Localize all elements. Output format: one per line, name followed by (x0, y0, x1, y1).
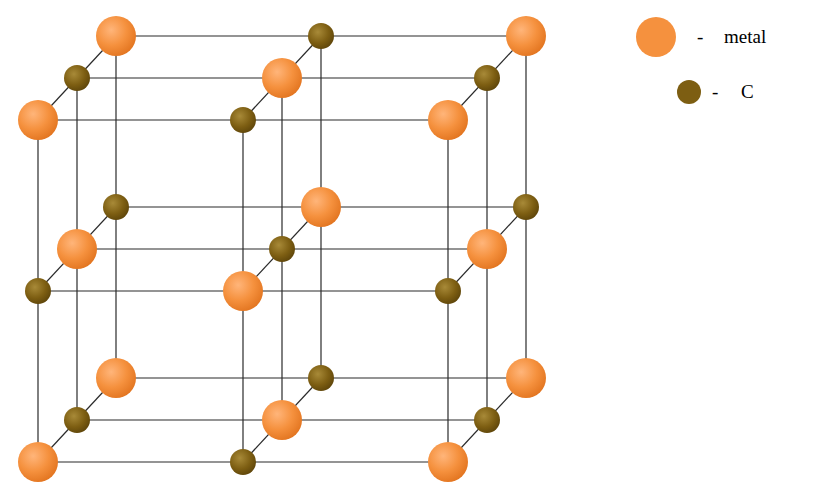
metal-atom (467, 229, 507, 269)
metal-atom (57, 229, 97, 269)
carbon-atom (103, 194, 129, 220)
carbon-atom (435, 278, 461, 304)
legend-dash: - (697, 26, 703, 49)
metal-atom (428, 442, 468, 482)
carbon-atom (269, 236, 295, 262)
metal-atom (96, 358, 136, 398)
legend-label: C (741, 81, 754, 104)
metal-atom (506, 16, 546, 56)
carbon-atom (308, 23, 334, 49)
lattice-line (448, 207, 526, 291)
carbon-atom (513, 194, 539, 220)
metal-atom (262, 400, 302, 440)
legend-dash: - (712, 81, 718, 104)
carbon-atom (308, 365, 334, 391)
metal-atom (301, 187, 341, 227)
carbon-atom (25, 278, 51, 304)
metal-atom (262, 58, 302, 98)
legend-label: metal (724, 26, 766, 49)
metal-atom (223, 271, 263, 311)
metal-atom (18, 100, 58, 140)
carbon-atom (64, 65, 90, 91)
legend-swatch (677, 80, 701, 104)
metal-atom (506, 358, 546, 398)
carbon-atom (474, 65, 500, 91)
carbon-atom (64, 407, 90, 433)
legend-swatch (636, 17, 676, 57)
carbon-atom (230, 107, 256, 133)
carbon-atom (474, 407, 500, 433)
metal-atom (18, 442, 58, 482)
carbon-atom (230, 449, 256, 475)
metal-atom (96, 16, 136, 56)
metal-atom (428, 100, 468, 140)
